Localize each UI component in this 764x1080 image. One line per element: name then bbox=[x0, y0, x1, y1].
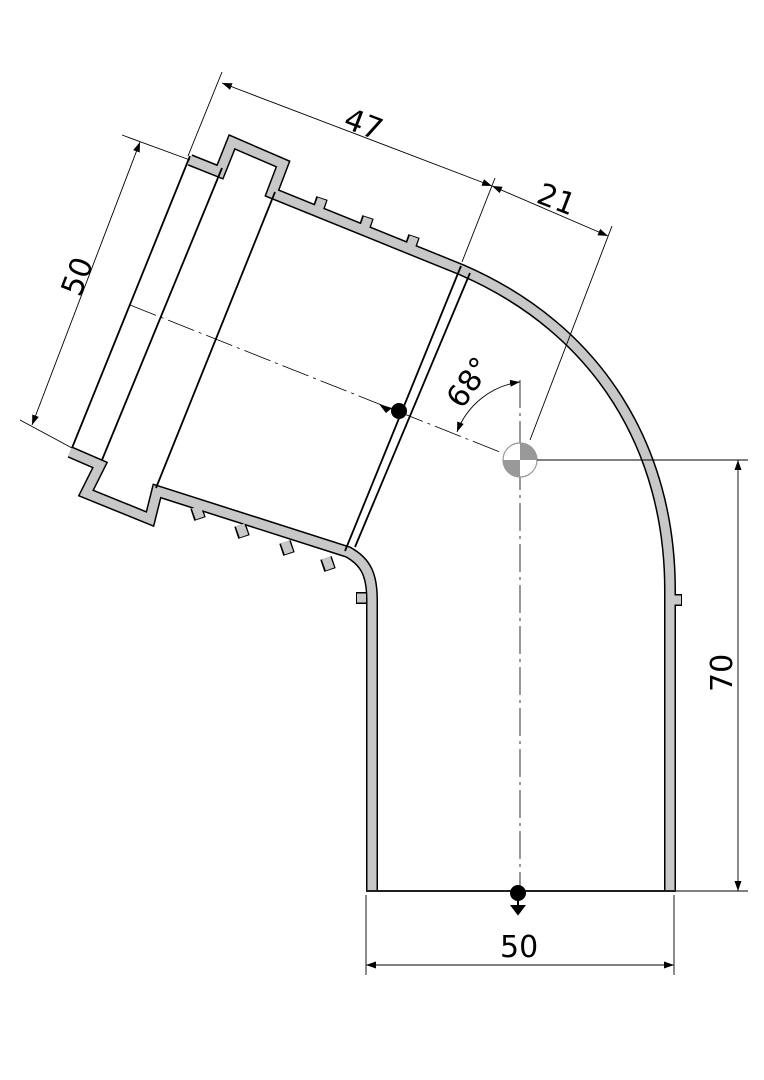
lower-wall-outline bbox=[67, 446, 378, 890]
dim-outlet-diameter: 50 bbox=[500, 930, 538, 965]
center-point-marker bbox=[502, 442, 538, 478]
dim-height: 70 bbox=[705, 654, 740, 692]
dim-socket-length: 47 bbox=[339, 102, 387, 148]
dim-angle: 68° bbox=[440, 351, 499, 415]
dim-socket-diameter: 50 bbox=[55, 253, 101, 301]
dim-offset-length: 21 bbox=[532, 177, 580, 223]
flow-arrow-icon bbox=[379, 403, 407, 419]
flow-arrow-icon bbox=[510, 885, 526, 916]
dimension-lines bbox=[19, 71, 748, 975]
pipe-walls bbox=[67, 134, 682, 890]
